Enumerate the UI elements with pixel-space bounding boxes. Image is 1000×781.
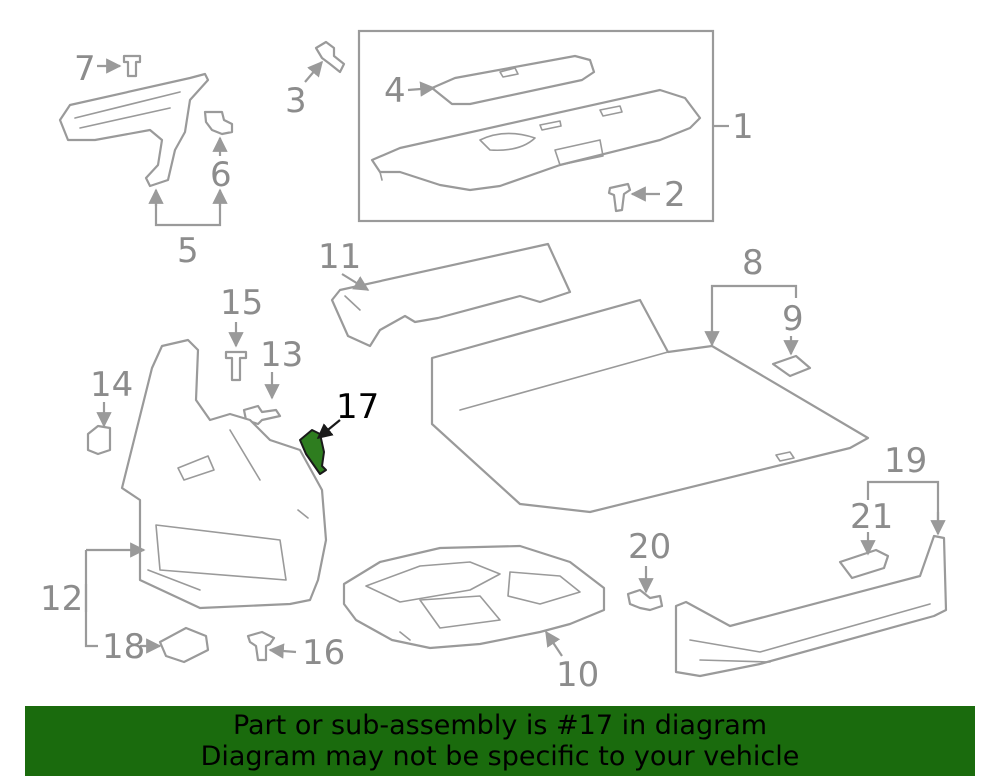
part-7-push-clip <box>122 54 142 78</box>
leader-12 <box>84 550 98 648</box>
callout-15: 15 <box>220 283 263 323</box>
part-12-side-trim <box>120 338 328 610</box>
callout-7: 7 <box>74 49 96 89</box>
part-18-pad <box>158 626 210 664</box>
part-6-grommet <box>203 110 234 136</box>
part-9-clip <box>771 354 812 378</box>
callout-16: 16 <box>302 633 345 673</box>
callout-5: 5 <box>177 231 199 271</box>
leader-8 <box>710 284 798 345</box>
callout-4: 4 <box>384 71 406 111</box>
leader-19 <box>866 480 940 524</box>
banner-line-2: Diagram may not be specific to your vehi… <box>200 741 800 772</box>
part-8-cover <box>430 298 870 514</box>
part-16-clip <box>246 630 276 662</box>
leader-5 <box>154 196 222 227</box>
callout-3: 3 <box>285 81 307 121</box>
banner-line-1: Part or sub-assembly is #17 in diagram <box>232 710 768 741</box>
callout-11: 11 <box>318 237 361 277</box>
callout-19: 19 <box>884 441 927 481</box>
callout-9: 9 <box>782 299 804 339</box>
leader-11 <box>341 273 370 291</box>
callout-21: 21 <box>850 497 893 537</box>
part-2-clip <box>607 182 632 213</box>
part-17-highlighted <box>299 429 327 475</box>
callout-17: 17 <box>336 387 379 427</box>
part-4-cover <box>430 54 596 106</box>
leader-3 <box>304 60 323 83</box>
part-14-clip <box>86 424 112 456</box>
callout-8: 8 <box>742 243 764 283</box>
callout-13: 13 <box>260 335 303 375</box>
callout-12: 12 <box>40 579 83 619</box>
callout-14: 14 <box>90 365 133 405</box>
part-19-sill-plate <box>674 534 948 678</box>
leader-17 <box>316 419 341 439</box>
leader-10 <box>545 630 563 657</box>
part-11-trim <box>330 242 572 348</box>
callout-6: 6 <box>210 155 232 195</box>
callout-2: 2 <box>664 175 686 215</box>
part-3-bolt <box>314 40 346 74</box>
part-15-screw <box>224 350 248 382</box>
callout-10: 10 <box>556 655 599 695</box>
part-20-bolt <box>626 588 664 612</box>
part-5-bracket <box>58 72 210 188</box>
callout-1: 1 <box>732 107 754 147</box>
part-1-deck-board <box>370 88 702 192</box>
notice-banner: Part or sub-assembly is #17 in diagram D… <box>25 706 975 776</box>
leader-4 <box>407 81 436 97</box>
callout-20: 20 <box>628 527 671 567</box>
leader-16 <box>268 643 297 659</box>
callout-18: 18 <box>102 627 145 667</box>
part-21-clip <box>838 548 890 580</box>
part-10-tray <box>342 544 606 650</box>
